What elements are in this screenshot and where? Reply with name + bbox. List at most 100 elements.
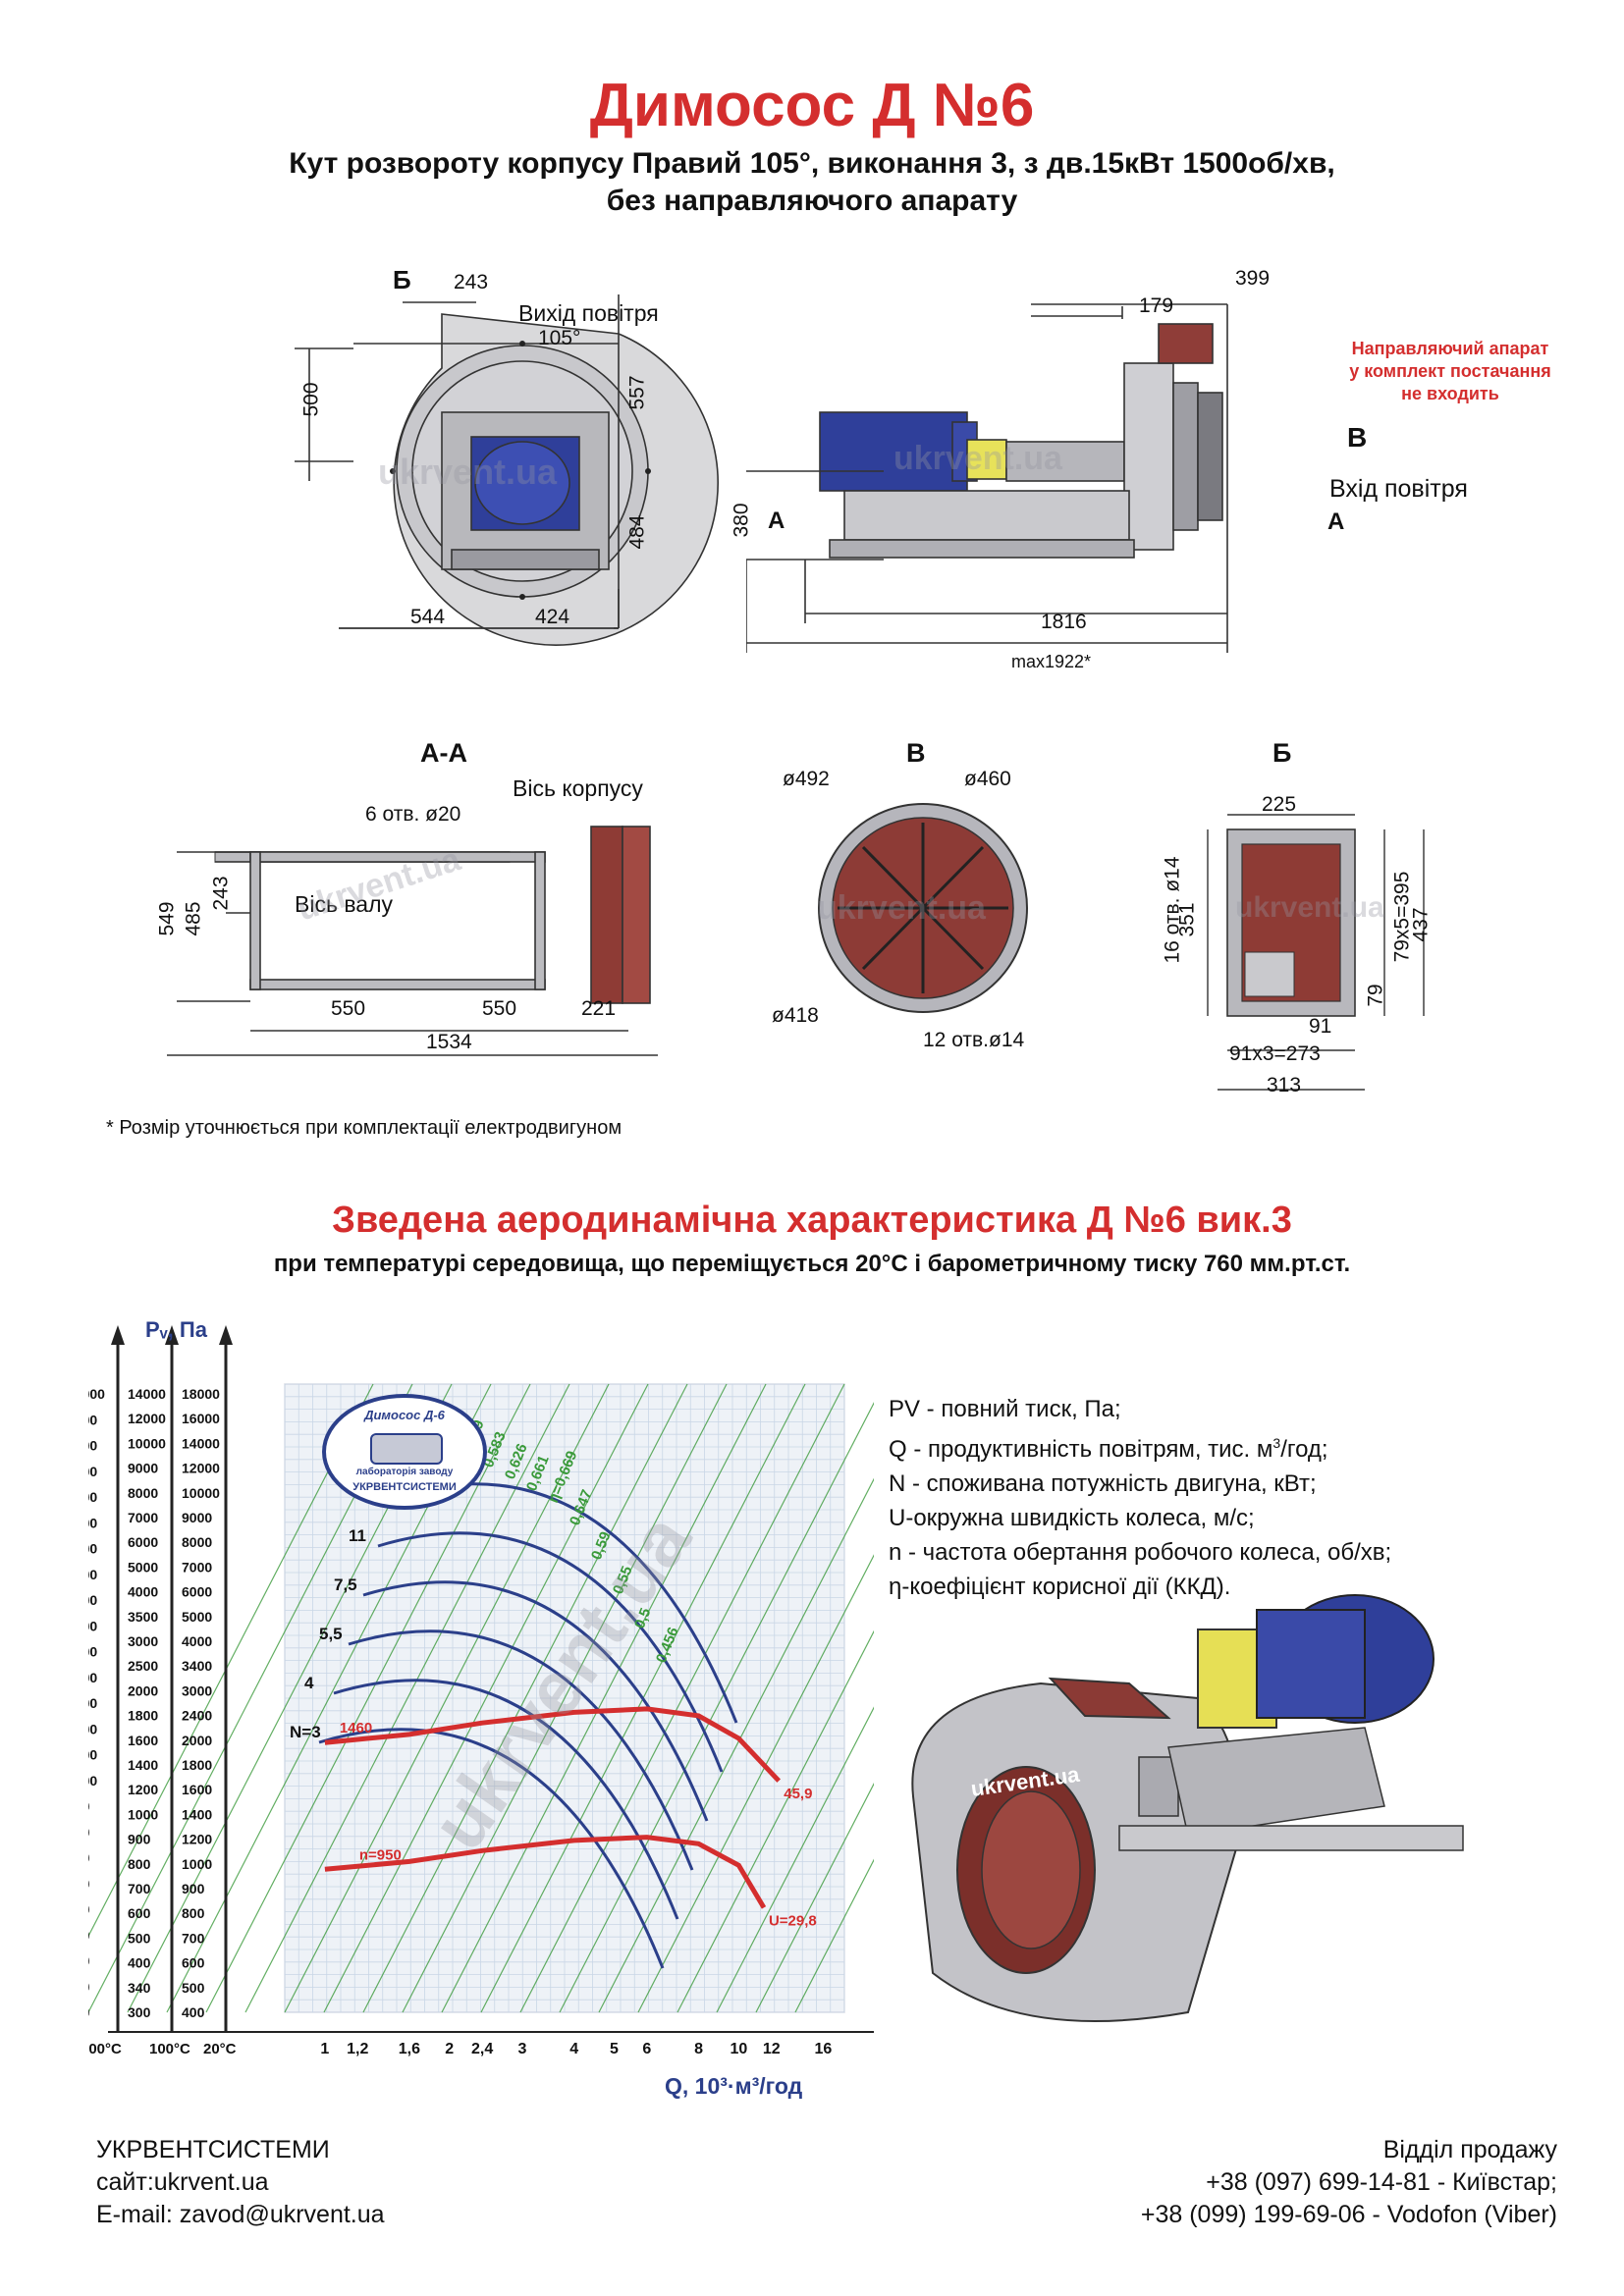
section-v-d418: ø418 xyxy=(772,1004,819,1027)
footer-email[interactable]: E-mail: zavod@ukrvent.ua xyxy=(96,2201,385,2228)
side-air-in: Вхід повітря xyxy=(1329,475,1468,503)
speed-label: 1460 xyxy=(340,1720,372,1736)
footer-phone-1[interactable]: +38 (097) 699-14-81 - Київстар; xyxy=(1206,2168,1557,2196)
velocity-line xyxy=(88,1383,374,1938)
x-tick-label: 8 xyxy=(694,2041,703,2057)
side-dim-380: 380 xyxy=(730,503,753,538)
y-tick-label: 900 xyxy=(182,1881,205,1896)
legend-q: Q - продуктивність повітрям, тис. м3/год… xyxy=(889,1426,1391,1467)
section-aa-axis-shaft: Вісь валу xyxy=(295,891,393,917)
section-aa-holes: 6 отв. ø20 xyxy=(365,803,461,826)
section-b-dim-225: 225 xyxy=(1262,793,1297,816)
efficiency-label: 0,5 xyxy=(631,1606,655,1631)
section-v-holes: 12 отв.ø14 xyxy=(923,1029,1025,1051)
velocity-line xyxy=(637,1554,874,2013)
aero-subtitle: при температурі середовища, що переміщує… xyxy=(273,1251,1351,1277)
y-tick-label: 1000 xyxy=(88,1773,97,1789)
temp-label: 100°С xyxy=(149,2041,190,2057)
section-b-dim-91x3: 91x3=273 xyxy=(1229,1042,1321,1065)
power-curve xyxy=(362,1580,709,1822)
y-tick-label: 1800 xyxy=(128,1708,158,1724)
y-tick-label: 8000 xyxy=(182,1534,212,1550)
y-tick-label: 14000 xyxy=(182,1435,220,1451)
front-dim-557: 557 xyxy=(625,375,649,410)
side-note-line-3: не входить xyxy=(1401,384,1499,403)
legend-q-text: Q - продуктивність повітрям, тис. м xyxy=(889,1436,1273,1463)
side-label-v: В xyxy=(1347,422,1368,453)
footer-company: УКРВЕНТСИСТЕМИ xyxy=(96,2136,330,2163)
power-label: N=3 xyxy=(290,1723,321,1741)
legend-eta: η-коефіцієнт корисної дії (ККД). xyxy=(889,1574,1231,1600)
y-tick-label: 8000 xyxy=(88,1438,97,1454)
logo-fan-icon xyxy=(370,1433,443,1465)
footer-site[interactable]: сайт:ukrvent.ua xyxy=(96,2168,269,2196)
y-axis-arrow-1 xyxy=(165,1325,179,1345)
section-aa-drawing xyxy=(167,826,658,1056)
logo-text-3: УКРВЕНТСИСТЕМИ xyxy=(352,1481,457,1493)
y-tick-label: 14000 xyxy=(128,1386,166,1402)
front-view-drawing xyxy=(295,294,719,646)
y-tick-label: 6000 xyxy=(182,1584,212,1600)
y-tick-label: 10000 xyxy=(128,1435,166,1451)
front-watermark: ukrvent.ua xyxy=(378,452,558,492)
footer-right: Відділ продажу +38 (097) 699-14-81 - Киї… xyxy=(1141,2134,1557,2231)
y-tick-label: 1800 xyxy=(182,1757,212,1773)
y-tick-label: 2400 xyxy=(182,1708,212,1724)
y-tick-label: 10000 xyxy=(182,1485,220,1501)
velocity-line xyxy=(323,1383,649,2013)
section-aa-dim-485: 485 xyxy=(182,901,205,936)
y-tick-label: 3000 xyxy=(128,1633,158,1649)
x-tick-label: 2,4 xyxy=(471,2041,493,2057)
power-label: 7,5 xyxy=(334,1575,357,1594)
aero-title: Зведена аеродинамічна характеристика Д №… xyxy=(332,1200,1292,1241)
velocity-line xyxy=(716,1706,874,2013)
section-aa-axis-body: Вісь корпусу xyxy=(513,775,643,801)
y-tick-label: 7000 xyxy=(128,1510,158,1525)
side-note: Направляючий апарат у комплект постачанн… xyxy=(1318,338,1583,405)
section-b-watermark: ukrvent.ua xyxy=(1235,891,1384,924)
velocity-line xyxy=(205,1383,531,2013)
y-tick-label: 340 xyxy=(128,1980,151,1996)
power-label: 5,5 xyxy=(319,1625,343,1643)
front-air-out: Вихід повітря xyxy=(518,300,659,326)
velocity-line xyxy=(559,1402,874,2013)
velocity-line xyxy=(519,1383,845,2013)
footer-phone-2[interactable]: +38 (099) 199-69-06 - Vodofon (Viber) xyxy=(1140,2201,1557,2228)
x-tick-label: 1,2 xyxy=(347,2041,368,2057)
y-tick-label: 1200 xyxy=(182,1832,212,1847)
section-aa-dim-550a: 550 xyxy=(331,997,366,1020)
y-tick-label: 500 xyxy=(182,1980,205,1996)
velocity-line xyxy=(284,1383,610,2013)
section-v-d492: ø492 xyxy=(783,768,830,790)
y-tick-label: 1400 xyxy=(182,1806,212,1822)
y-tick-label: 300 xyxy=(128,2004,151,2020)
section-v-title: В xyxy=(906,738,926,768)
section-b-title: Б xyxy=(1272,738,1292,768)
y-tick-label: 6000 xyxy=(128,1534,158,1550)
y-tick-label: 7000 xyxy=(182,1559,212,1575)
velocity-line xyxy=(441,1383,767,2013)
temp-label: 20°С xyxy=(203,2041,237,2057)
footnote: * Розмір уточнюється при комплектації ел… xyxy=(106,1117,623,1139)
side-note-line-1: Направляючий апарат xyxy=(1351,339,1549,358)
y-tick-label: 800 xyxy=(88,1824,90,1840)
y-tick-label: 4000 xyxy=(128,1584,158,1600)
y-tick-label: 1000 xyxy=(182,1856,212,1872)
y-tick-label: 2500 xyxy=(128,1658,158,1674)
velocity-line xyxy=(794,1858,874,2013)
speed-label: n=950 xyxy=(359,1846,402,1863)
y-tick-label: 700 xyxy=(88,1850,90,1866)
y-tick-label: 1000 xyxy=(128,1806,158,1822)
y-axis-arrow-2 xyxy=(219,1325,233,1345)
y-tick-label: 16000 xyxy=(182,1411,220,1426)
y-tick-label: 800 xyxy=(182,1905,205,1921)
y-tick-label: 8000 xyxy=(128,1485,158,1501)
y-tick-label: 2000 xyxy=(88,1644,97,1660)
section-b-dim-351: 351 xyxy=(1175,902,1199,937)
y-tick-label: 340 xyxy=(88,1953,90,1969)
y-tick-label: 7000 xyxy=(88,1464,97,1479)
y-tick-label: 500 xyxy=(88,1901,90,1917)
section-aa-dim-550b: 550 xyxy=(482,997,517,1020)
y-tick-label: 5000 xyxy=(88,1515,97,1530)
y-tick-label: 12000 xyxy=(128,1411,166,1426)
